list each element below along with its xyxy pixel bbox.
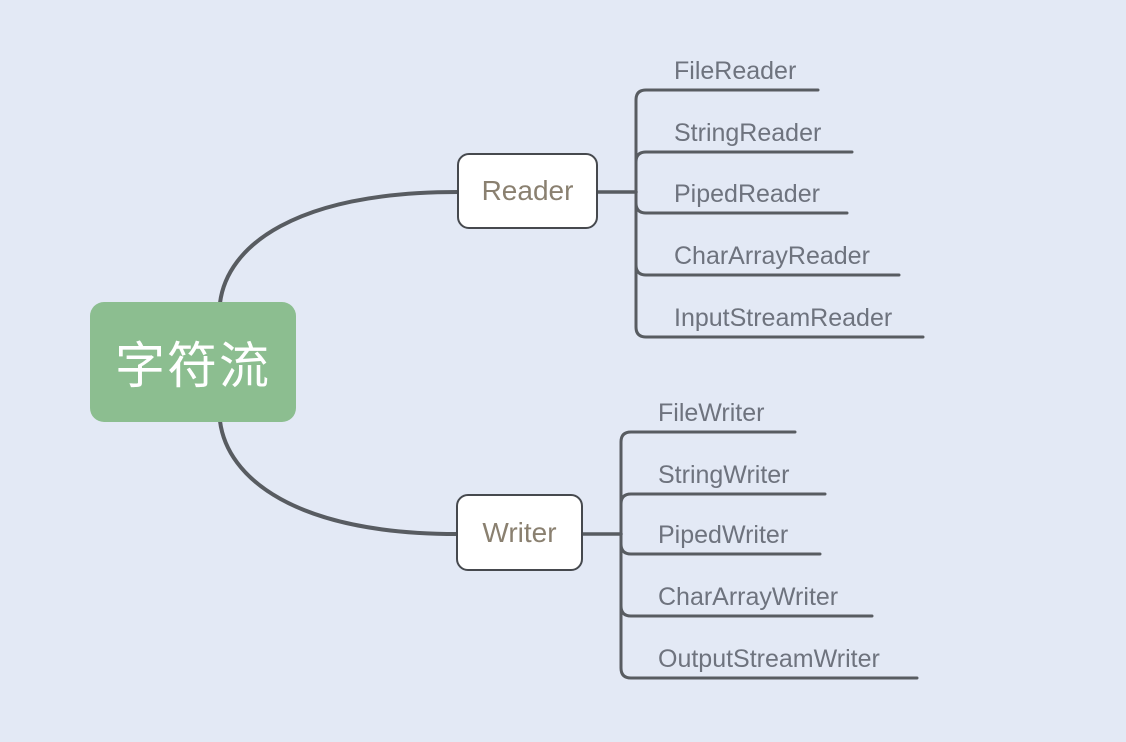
reader-trunk-outline [634, 88, 925, 339]
edge-root-to-writer [218, 419, 459, 536]
leaf-node-inputstreamreader[interactable]: InputStreamReader [674, 304, 893, 332]
writer-trunk-outline [619, 430, 919, 680]
leaf-node-outputstreamwriter[interactable]: OutputStreamWriter [658, 645, 880, 673]
leaf-node-pipedwriter[interactable]: PipedWriter [658, 521, 789, 549]
leaf-node-filereader[interactable]: FileReader [674, 57, 797, 85]
writer-underline-chararraywriter [619, 604, 874, 618]
edge-root-to-reader [218, 190, 460, 305]
leaf-node-stringreader[interactable]: StringReader [674, 119, 822, 147]
branch-node-reader[interactable]: Reader [457, 153, 598, 229]
branch-node-writer[interactable]: Writer [456, 494, 583, 571]
reader-underline-stringreader [634, 150, 854, 164]
writer-underline-pipedwriter [619, 542, 822, 556]
leaf-node-pipedreader[interactable]: PipedReader [674, 180, 820, 208]
leaf-node-chararrayreader[interactable]: CharArrayReader [674, 242, 870, 270]
leaf-node-filewriter[interactable]: FileWriter [658, 399, 765, 427]
leaf-node-chararraywriter[interactable]: CharArrayWriter [658, 583, 839, 611]
reader-underline-chararrayreader [634, 263, 901, 277]
reader-underline-pipedreader [634, 201, 849, 215]
writer-underline-stringwriter [619, 492, 827, 506]
leaf-node-stringwriter[interactable]: StringWriter [658, 461, 790, 489]
root-node[interactable]: 字符流 [90, 302, 296, 422]
